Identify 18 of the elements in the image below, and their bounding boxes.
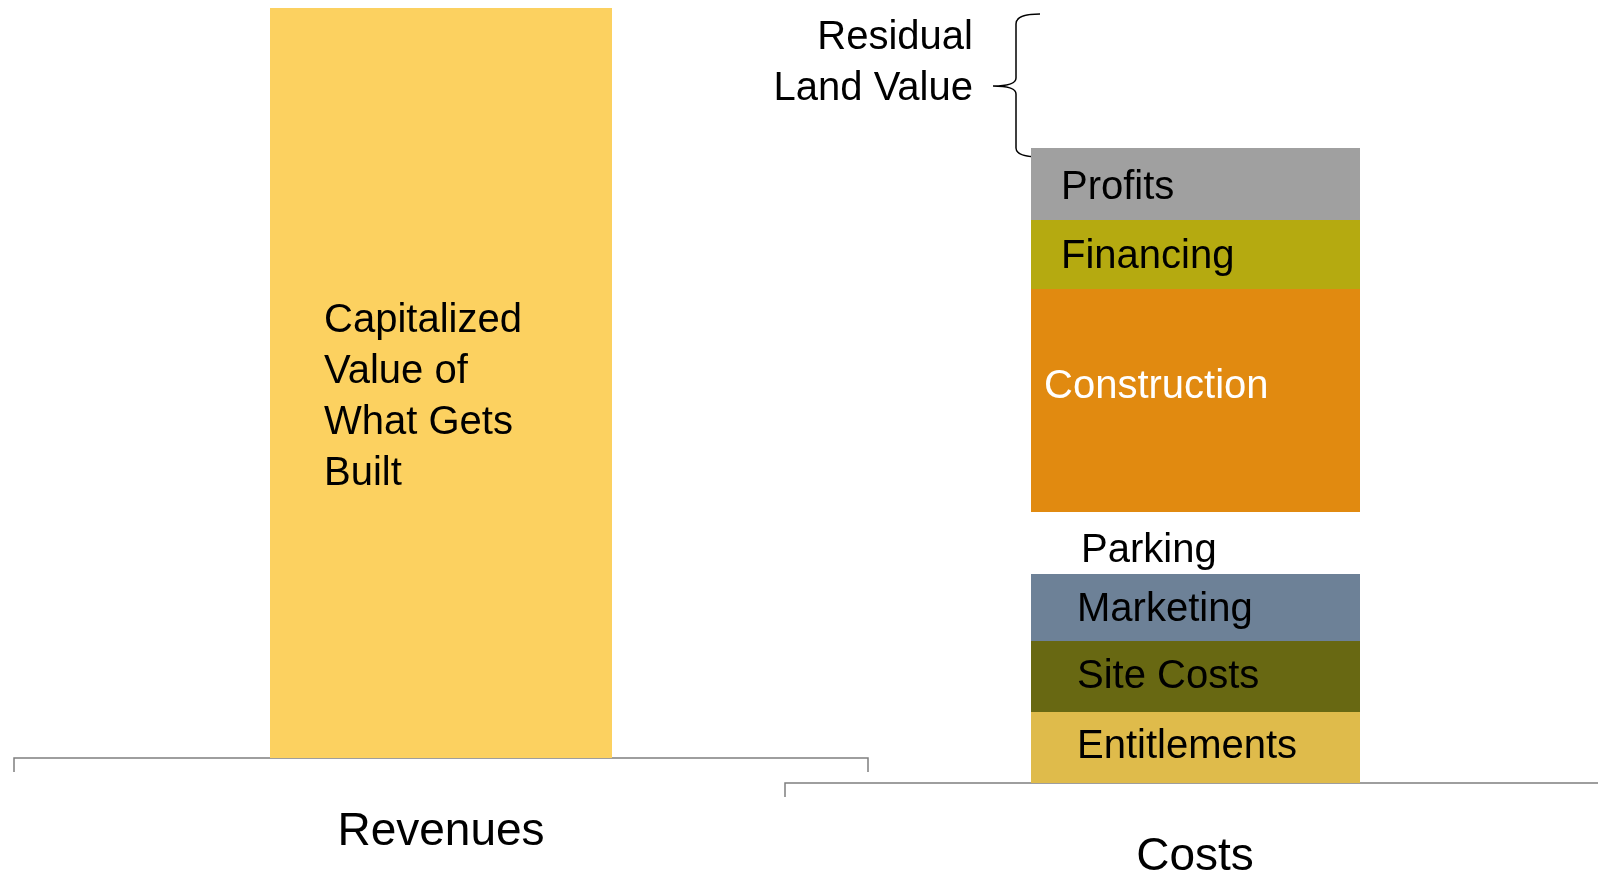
cost-block: [1031, 148, 1360, 220]
revenue-bar: [270, 8, 612, 758]
cost-block: [1031, 289, 1360, 512]
block-label: Site Costs: [1077, 651, 1260, 698]
cost-block: [1031, 641, 1360, 712]
cost-block: [1031, 220, 1360, 289]
block-label: Capitalized Value of What Gets Built: [324, 295, 523, 495]
block-label: Profits: [1061, 162, 1175, 209]
axis-label: Costs: [1135, 828, 1255, 874]
segment-label: Parking: [1081, 525, 1218, 572]
block-label: Entitlements: [1077, 721, 1298, 768]
block-label: Construction: [1044, 361, 1269, 408]
cost-block: [1031, 574, 1360, 641]
cost-block: [1031, 712, 1360, 783]
brace-label: Residual Land Value: [772, 12, 973, 110]
block-label: Financing: [1061, 231, 1235, 278]
block-label: Marketing: [1077, 584, 1253, 631]
axis-label: Revenues: [336, 803, 546, 855]
